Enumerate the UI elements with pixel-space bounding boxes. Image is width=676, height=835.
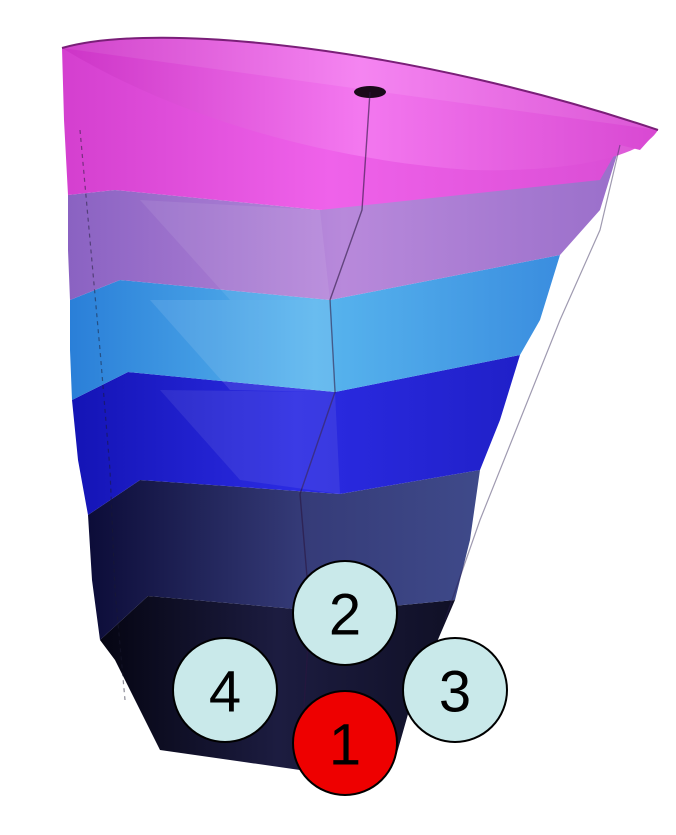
marker-3: 3 (403, 638, 507, 742)
marker-1-label: 1 (329, 713, 361, 778)
marker-2: 2 (293, 561, 397, 665)
marker-1: 1 (293, 691, 397, 795)
marker-4-label: 4 (209, 660, 241, 725)
marker-4: 4 (173, 638, 277, 742)
marker-3-label: 3 (439, 660, 471, 725)
marker-2-label: 2 (329, 583, 361, 648)
